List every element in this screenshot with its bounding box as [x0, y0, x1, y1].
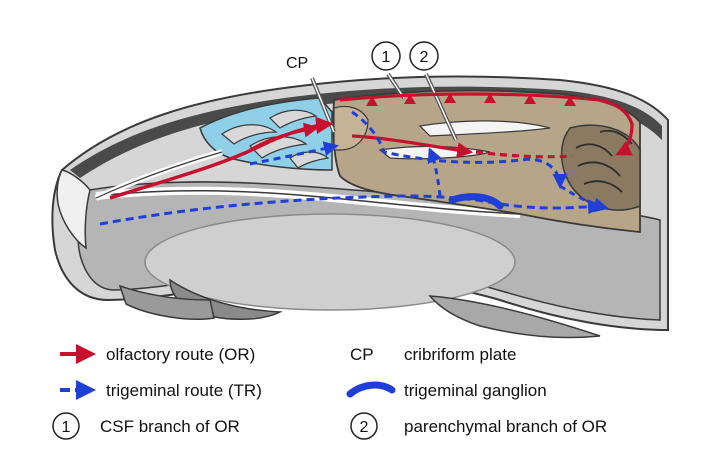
- trigeminal-route-arrows: [99, 110, 609, 226]
- incisor: [118, 284, 215, 320]
- palate-line: [95, 189, 521, 215]
- legend-cp-key: CP: [350, 345, 374, 364]
- marker-2-text: 2: [420, 49, 429, 66]
- turbinate-3: [269, 109, 318, 129]
- legend: olfactory route (OR) CP cribriform plate…: [52, 344, 607, 440]
- legend-olfactory-label: olfactory route (OR): [106, 345, 255, 364]
- nasal-cavity: [94, 97, 333, 201]
- cerebellum-folia: [575, 129, 633, 193]
- nasal-passage-outline: [95, 151, 223, 199]
- legend-marker-1-text: 1: [62, 419, 71, 436]
- olfactory-bulb: [333, 105, 369, 151]
- turbinate-1: [220, 124, 278, 145]
- marker-2-pointer-highlight: [425, 73, 457, 141]
- marker-1-text: 1: [382, 49, 391, 66]
- trigeminal-route-up: [427, 147, 442, 197]
- legend-trigeminal-label: trigeminal route (TR): [106, 381, 262, 400]
- olfactory-route-parenchymal: [351, 134, 474, 159]
- legend-ganglion-label: trigeminal ganglion: [404, 381, 547, 400]
- marker-2-circle: [409, 41, 439, 71]
- nose-tip: [56, 169, 91, 250]
- legend-marker-1-circle: [52, 412, 80, 440]
- trigeminal-route-lower: [99, 194, 603, 226]
- oral-region: [144, 213, 516, 311]
- tongue: [428, 295, 601, 339]
- brain-region: [332, 89, 641, 233]
- legend-marker-2-circle: [350, 412, 378, 440]
- cp-label: CP: [286, 55, 308, 72]
- trigeminal-route-right: [559, 184, 609, 213]
- legend-parenchymal-label: parenchymal branch of OR: [404, 417, 607, 436]
- legend-cp-label: cribriform plate: [404, 345, 516, 364]
- olfactory-route-csf: [339, 92, 634, 156]
- marker-1-circle: [371, 41, 401, 71]
- olfactory-route-branch: [249, 122, 319, 152]
- olfactory-route-arrows: [109, 92, 634, 200]
- legend-ganglion-swatch: [346, 381, 396, 398]
- legend-csf-label: CSF branch of OR: [100, 417, 240, 436]
- olfactory-route-parenchymal-dashed: [475, 150, 573, 159]
- legend-marker-2-text: 2: [360, 419, 369, 436]
- csf-ticks: [366, 93, 576, 106]
